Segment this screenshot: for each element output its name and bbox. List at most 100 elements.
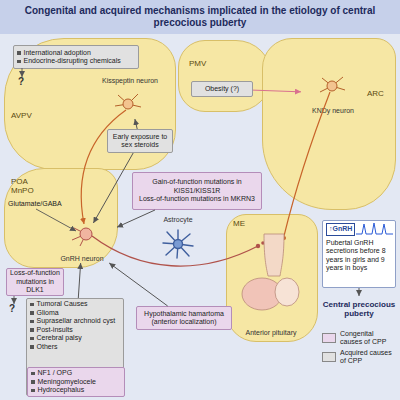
bullet-mark [30, 303, 34, 307]
astrocyte-process [166, 244, 178, 255]
node-text: Loss-of-function mutations in MKRN3 [139, 195, 255, 204]
soma [123, 99, 133, 109]
bullet-mark [30, 337, 34, 341]
soma [80, 228, 92, 240]
node-text: ME [233, 219, 245, 228]
cause-box: Loss-of-function mutations in DLK1 [6, 268, 64, 296]
cause-box: Gain-of-function mutations in KISS1/KISS… [132, 172, 262, 210]
text-line: Meningomyelocele [31, 378, 96, 387]
leader-arrow [14, 296, 15, 304]
text-line: Hypothalamic hamartoma (anterior localiz… [140, 310, 228, 327]
text-line: Pubertal GnRH secretions before 8 years … [326, 239, 392, 273]
connector-arrow [117, 210, 155, 227]
bullet-mark [30, 328, 34, 332]
text-line: ↑GnRH [326, 223, 355, 236]
text-line: Astrocyte [163, 216, 192, 225]
dendrite [118, 95, 128, 104]
node-text: Anterior pituitary [246, 329, 297, 338]
text-line: Loss-of-function mutations in DLK1 [10, 269, 60, 295]
bullet-mark [30, 320, 34, 324]
text-line: Tumoral Causes [30, 300, 88, 309]
kndy-neuron-symbol [320, 77, 345, 92]
pulse-box: ↑GnRH Pubertal GnRH secretions before 8 y… [322, 220, 396, 288]
bullet-mark [31, 372, 35, 376]
outcome-box: Central precocious puberty [322, 296, 396, 322]
text-line: Gain-of-function mutations in KISS1/KISS… [136, 178, 258, 195]
axon-terminal [256, 244, 260, 248]
bullet-mark [30, 345, 34, 349]
text-line: Others [30, 343, 58, 352]
node-text: Endocrine-disrupting chemicals [24, 57, 121, 66]
node-text: Cerebral palsy [37, 334, 82, 343]
astrocyte-body [174, 240, 183, 249]
dendrite [80, 234, 86, 246]
connector-arrow [253, 90, 301, 92]
node-text: Meningomyelocele [38, 378, 96, 387]
text-line: Glioma [30, 309, 59, 318]
legend: Congenital causes of CPP Acquired causes … [322, 330, 396, 368]
neurotransmitter-arrow [36, 209, 76, 231]
node-text: GnRH neuron [60, 255, 103, 264]
text-line: Anterior pituitary [246, 329, 297, 338]
node-text: Gain-of-function mutations in KISS1/KISS… [136, 178, 258, 195]
node-text: Early exposure to sex steroids [111, 133, 169, 150]
bullet-mark [17, 51, 21, 55]
dendrite [128, 104, 141, 107]
bullet-mark [17, 60, 21, 64]
node-text: POA MnPO [11, 177, 41, 195]
astrocyte-process [178, 244, 189, 256]
connector-arrow [78, 263, 80, 298]
node-text: Central precocious puberty [322, 300, 396, 318]
node-text: Pubertal GnRH secretions before 8 years … [326, 239, 392, 273]
text-line: AVPV [11, 111, 51, 120]
text-line: Suprasellar archnoid cyst [30, 317, 115, 326]
brain-region: POA MnPO GnRH neuron [4, 168, 118, 268]
text-line: Obesity (?) [205, 85, 239, 94]
anterior-lobe [242, 278, 282, 310]
astrocyte-process [167, 232, 178, 244]
legend-text: Congenital causes of CPP [340, 330, 396, 346]
brain-region: PMV Obesity (?) [178, 40, 272, 112]
illustration [14, 68, 393, 310]
node-text: Post-insults [37, 326, 73, 335]
node-text: Others [37, 343, 58, 352]
astrocyte-symbol [163, 230, 193, 258]
text-line: Early exposure to sex steroids [111, 133, 169, 150]
cause-box: Hypothalamic hamartoma (anterior localiz… [136, 306, 232, 330]
text-line: KNDy neuron [312, 107, 354, 116]
astrocyte-process [177, 230, 178, 244]
node-text: Astrocyte [163, 216, 192, 225]
cause-box: International adoptionEndocrine-disrupti… [13, 45, 139, 69]
leader-arrow [22, 68, 23, 77]
dendrite [320, 86, 332, 92]
brain-region: AVPV International adoptionEndocrine-disr… [4, 38, 176, 170]
neuron-node: Kisspeptin neuron [97, 77, 163, 119]
text-line: Post-insults [30, 326, 73, 335]
axon [284, 92, 330, 236]
astrocyte-process [178, 244, 193, 246]
node-text: AVPV [11, 111, 32, 120]
gnrh-neuron-symbol [72, 228, 92, 246]
neuron-node: GnRH neuron [47, 223, 117, 263]
connector-arrow [109, 263, 167, 306]
kisspeptin-neuron-symbol [115, 94, 141, 109]
bullet-mark [30, 311, 34, 315]
title-band: Congenital and acquired mechanisms impli… [0, 0, 400, 34]
soma [327, 81, 337, 91]
text-line: Endocrine-disrupting chemicals [17, 57, 121, 66]
cause-box: Obesity (?) [191, 81, 253, 97]
node-text: PMV [189, 59, 206, 68]
diagram-title: Congenital and acquired mechanisms impli… [24, 5, 376, 29]
pituitary-node: Anterior pituitary [239, 251, 303, 337]
dendrite [128, 94, 138, 104]
legend-row: Congenital causes of CPP [322, 330, 396, 346]
connector-arrow [359, 288, 360, 296]
text-line: ARC [367, 89, 393, 98]
legend-text: Acquired causes of CPP [340, 349, 396, 365]
neuron-node: KNDy neuron [301, 71, 365, 115]
text-line: Cerebral palsy [30, 334, 82, 343]
pituitary-stalk [264, 234, 284, 276]
legend-swatch [322, 352, 336, 362]
astrocyte-process [163, 243, 178, 244]
